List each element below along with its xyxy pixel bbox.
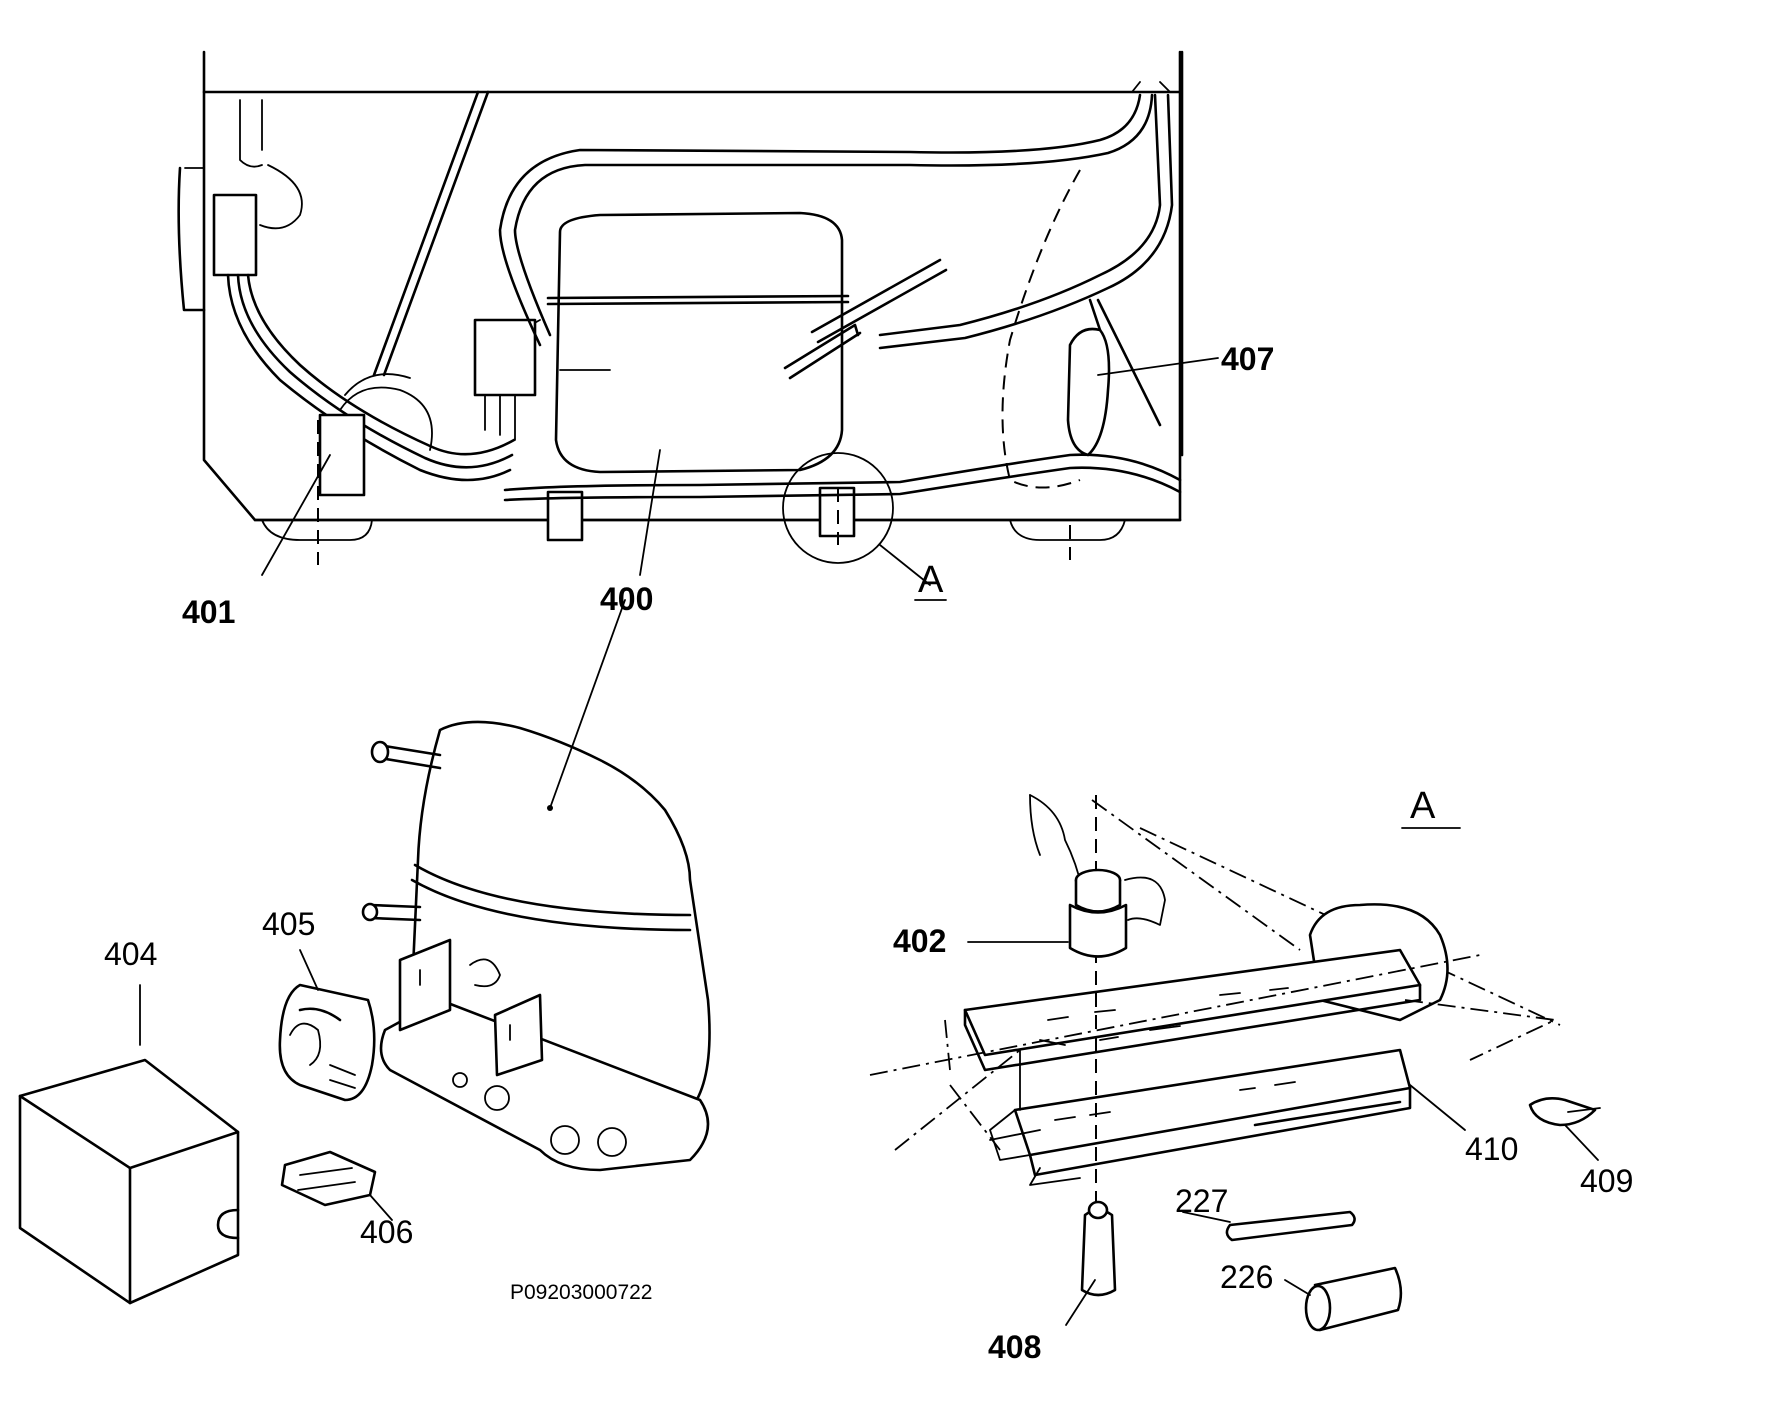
part-405-relay xyxy=(278,949,376,1102)
label-401: 401 xyxy=(182,594,235,630)
label-407: 407 xyxy=(1221,341,1274,377)
label-405: 405 xyxy=(262,906,315,942)
label-402: 402 xyxy=(893,923,946,959)
cabinet-assembly xyxy=(177,50,1219,586)
callout-labels: 401 400 407 A A 404 405 406 402 408 410 … xyxy=(104,341,1633,1365)
label-406: 406 xyxy=(360,1214,413,1250)
compressor-exploded xyxy=(361,599,711,1172)
drawing-code: P09203000722 xyxy=(510,1281,652,1304)
label-410: 410 xyxy=(1465,1131,1518,1167)
label-400: 400 xyxy=(600,581,653,617)
label-227: 227 xyxy=(1175,1183,1228,1219)
label-408: 408 xyxy=(988,1329,1041,1365)
part-406-clip xyxy=(280,1150,393,1221)
part-404-box xyxy=(18,984,240,1305)
label-404: 404 xyxy=(104,936,157,972)
label-409: 409 xyxy=(1580,1163,1633,1199)
detail-marker-a: A xyxy=(918,559,944,601)
detail-a-assembly xyxy=(869,794,1601,1332)
detail-title-a: A xyxy=(1410,785,1436,827)
label-226: 226 xyxy=(1220,1259,1273,1295)
